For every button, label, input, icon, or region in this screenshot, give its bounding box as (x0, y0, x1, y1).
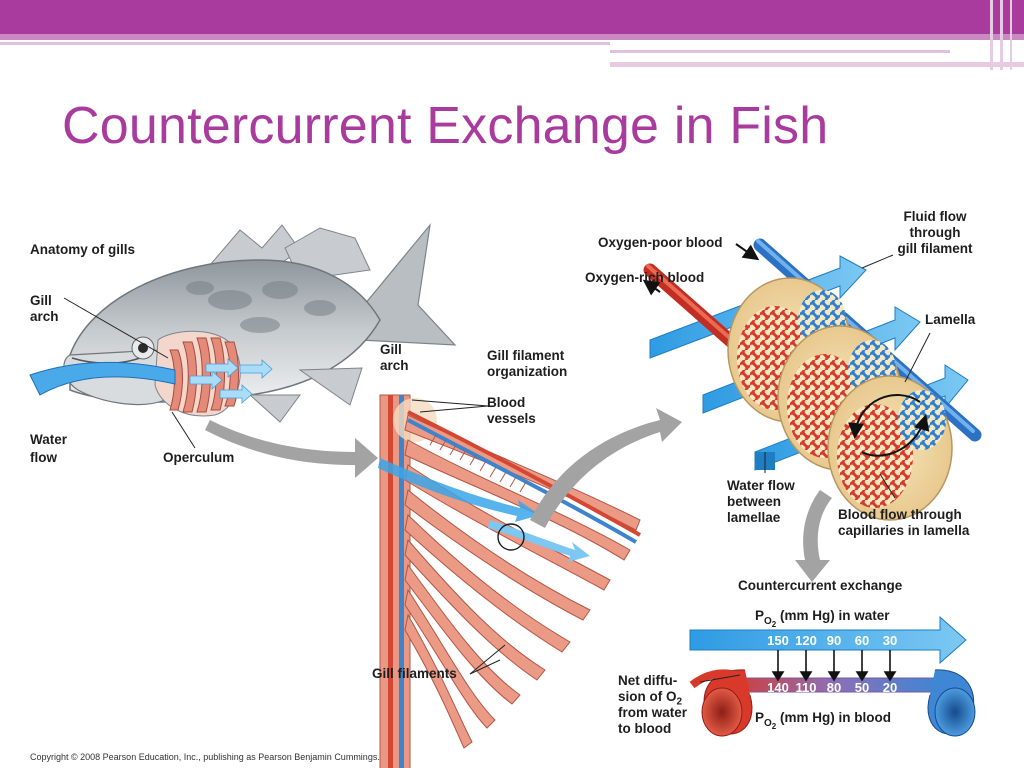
label-gill-filament-organization: organization (487, 364, 568, 379)
label-blood-flow-capillaries: capillaries in lamella (838, 523, 970, 538)
label-po2-blood: PO2 (mm Hg) in blood (755, 710, 891, 731)
label-blood-vessels: Blood (487, 395, 526, 410)
blood-po2-value: 50 (854, 680, 870, 695)
decor-stripe (0, 34, 1024, 40)
lamella-illustration (642, 238, 982, 521)
decor-stripe (990, 0, 993, 70)
flow-arrow (795, 490, 832, 582)
decor-stripe (0, 42, 610, 45)
gill-diagram-artwork (29, 222, 982, 768)
label-net-diffusion: sion of O2 (618, 689, 683, 708)
blood-po2-value: 110 (795, 680, 817, 695)
label-net-diffusion: Net diffu- (618, 673, 678, 688)
gill-filament-illustration (378, 394, 641, 768)
water-po2-value: 120 (795, 633, 817, 648)
blood-po2-value: 140 (767, 680, 789, 695)
label-lamella: Lamella (925, 312, 976, 327)
label-blood-vessels: vessels (487, 411, 536, 426)
label-water-flow: Water (30, 432, 68, 447)
flow-arrow (205, 420, 378, 478)
label-oxygen-rich-blood: Oxygen-rich blood (585, 270, 705, 285)
label-gill-arch-detail: Gill (380, 342, 402, 357)
label-gill-arch: Gill (30, 293, 52, 308)
label-water-flow-between: Water flow (727, 478, 795, 493)
label-fluid-flow: through (909, 225, 961, 240)
title-band (0, 0, 1024, 34)
label-countercurrent-exchange: Countercurrent exchange (738, 578, 903, 593)
label-blood-flow-capillaries: Blood flow through (838, 507, 962, 522)
copyright-notice: Copyright © 2008 Pearson Education, Inc.… (30, 752, 380, 762)
decor-stripe (1010, 0, 1012, 70)
label-net-diffusion: to blood (618, 721, 672, 736)
label-fluid-flow: gill filament (897, 241, 973, 256)
label-operculum: Operculum (163, 450, 235, 465)
water-po2-value: 90 (826, 633, 842, 648)
label-gill-filaments: Gill filaments (372, 666, 457, 681)
label-oxygen-poor-blood: Oxygen-poor blood (598, 235, 723, 250)
decor-stripe (1000, 0, 1003, 70)
flow-arrow (530, 408, 682, 528)
water-po2-value: 150 (767, 633, 789, 648)
countercurrent-exchange-illustration (689, 615, 976, 737)
water-po2-value: 30 (882, 633, 898, 648)
label-fluid-flow: Fluid flow (903, 209, 967, 224)
label-po2-water: PO2 (mm Hg) in water (755, 608, 890, 629)
blood-po2-value: 20 (882, 680, 898, 695)
fish-illustration (29, 222, 457, 449)
label-anatomy-of-gills: Anatomy of gills (30, 242, 136, 257)
label-gill-filament-organization: Gill filament (487, 348, 565, 363)
label-water-flow-between: between (727, 494, 782, 509)
label-water-flow: flow (30, 450, 57, 465)
label-net-diffusion: from water (618, 705, 688, 720)
gill-diagram: Anatomy of gills Gill arch Water flow Op… (0, 190, 1024, 768)
label-gill-arch-detail: arch (380, 358, 409, 373)
label-water-flow-between: lamellae (727, 510, 781, 525)
blood-po2-value: 80 (826, 680, 842, 695)
label-gill-arch: arch (30, 309, 59, 324)
decor-stripe (610, 50, 950, 53)
water-po2-value: 60 (854, 633, 870, 648)
slide-title: Countercurrent Exchange in Fish (62, 97, 829, 155)
decor-stripe (610, 62, 1024, 67)
